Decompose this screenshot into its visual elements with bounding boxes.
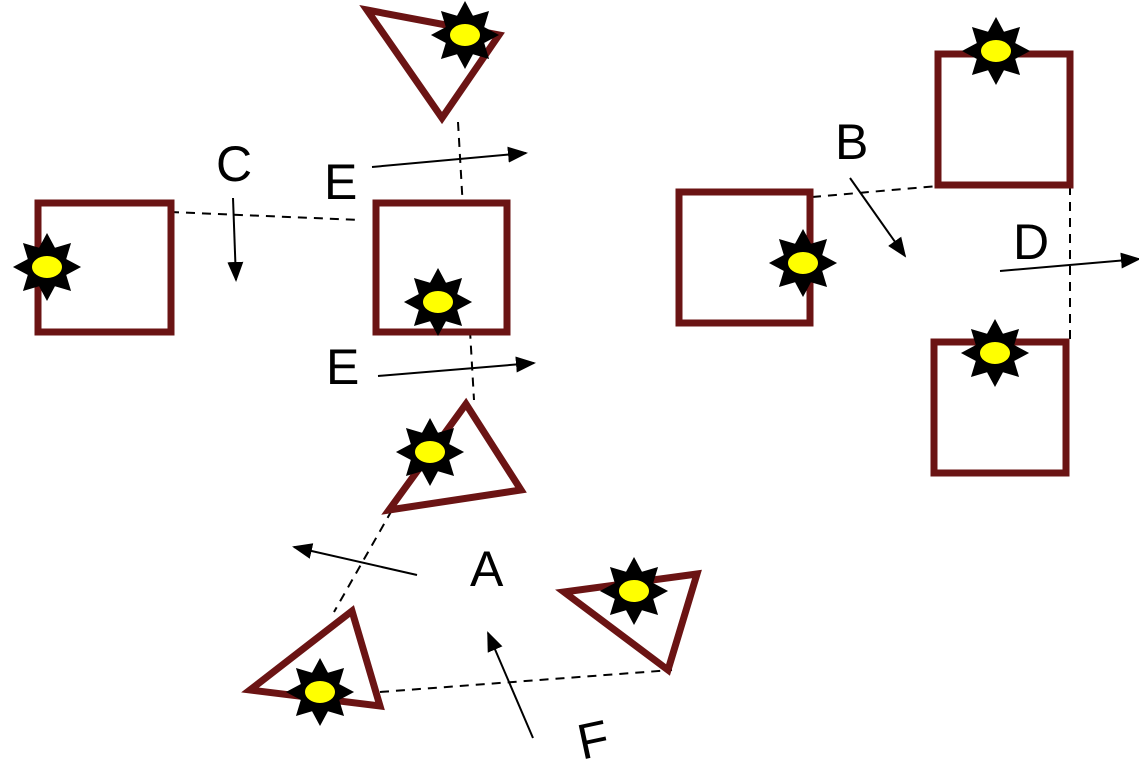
arrow-d: [999, 252, 1139, 272]
square-right-top: [934, 50, 1074, 189]
arrow-e-top: [371, 146, 528, 168]
label-e-top: E: [324, 154, 357, 210]
sun-icon: [769, 229, 837, 297]
link-left-squares: [169, 211, 361, 221]
link-right-squares-horizontal: [811, 185, 939, 198]
arrow-c: [227, 197, 244, 282]
label-d: D: [1013, 214, 1049, 270]
arrow-b: [849, 177, 907, 258]
label-f: F: [573, 709, 615, 759]
sun-icon: [961, 319, 1029, 387]
label-a: A: [470, 541, 504, 597]
arrow-e-bottom: [377, 356, 536, 377]
label-c: C: [216, 136, 252, 192]
sun-icon: [404, 268, 472, 336]
link-bottom-triangles: [379, 669, 673, 693]
sun-icon: [396, 418, 464, 486]
sun-icon: [286, 658, 354, 726]
link-top-triangle-mid-triangle: [457, 121, 475, 401]
label-e-bottom: E: [326, 339, 359, 395]
sun-icon: [600, 557, 668, 625]
link-mid-triangle-bottom-triangle: [333, 509, 393, 613]
arrow-a: [292, 543, 418, 576]
label-b: B: [835, 114, 868, 170]
sun-icon: [431, 1, 499, 69]
sun-icon: [13, 233, 81, 301]
sun-icon: [962, 17, 1030, 85]
arrow-f: [487, 631, 534, 739]
